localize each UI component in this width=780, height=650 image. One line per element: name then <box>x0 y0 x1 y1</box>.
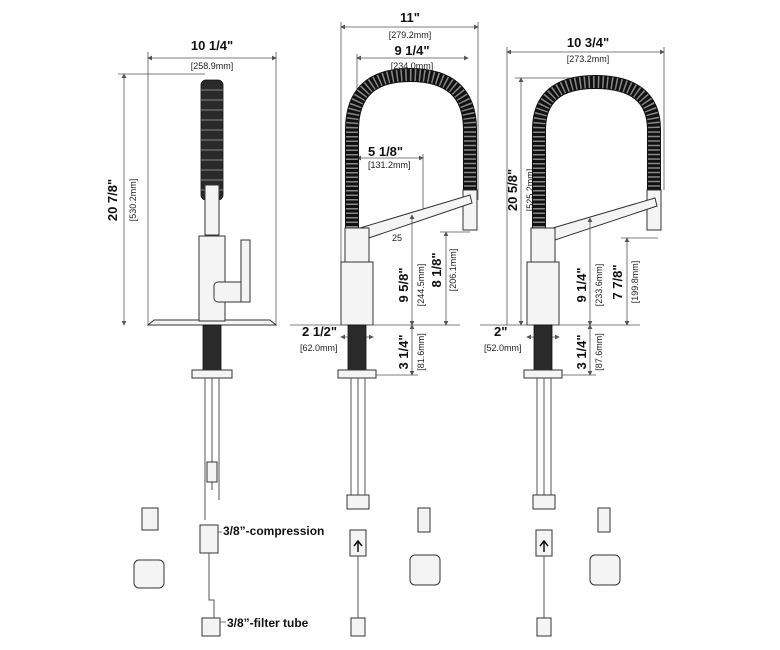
front-view: 10 1/4" [258.9mm] 20 7/8" [530.2mm] 3/8”… <box>105 38 324 637</box>
v2-clip-part <box>417 507 431 533</box>
side-view-2: 10 3/4" [273.2mm] 20 5/8" [525.2mm] 9 1/… <box>480 35 665 637</box>
v3-mounting-nut <box>523 369 563 379</box>
v3-supply-hoses <box>536 378 552 505</box>
v2-base-label: 2 1/2" <box>302 324 337 339</box>
v3-overall-label: 10 3/4" <box>567 35 609 50</box>
v2-shank-mm: [81.6mm] <box>416 333 426 371</box>
v2-h1-label: 9 5/8" <box>396 267 411 302</box>
v2-h1-mm: [244.5mm] <box>416 264 426 307</box>
v2-filter-connector <box>350 617 366 637</box>
v1-filter-connector <box>201 617 221 637</box>
v3-shank-mm: [87.6mm] <box>594 333 604 371</box>
v3-hose-connectors <box>532 494 556 510</box>
v3-h2-mm: [199.8mm] <box>630 261 640 304</box>
v2-faucet-body <box>340 261 374 326</box>
v3-faucet-neck <box>530 227 556 263</box>
v3-faucet-body <box>526 261 560 326</box>
v1-clip-part <box>141 507 159 531</box>
v2-threaded-shank <box>347 324 367 371</box>
v1-spring-coil <box>200 79 224 201</box>
v1-faucet-body <box>198 235 226 322</box>
v1-compression-label: 3/8”-compression <box>223 524 324 538</box>
v1-height-label: 20 7/8" <box>105 179 120 221</box>
v3-clip-part <box>597 507 611 533</box>
v3-filter-connector <box>536 617 552 637</box>
v1-compression-fitting <box>199 524 219 554</box>
v2-mounting-nut <box>337 369 377 379</box>
v2-shank-label: 3 1/4" <box>396 334 411 369</box>
v1-threaded-shank <box>202 324 222 371</box>
v3-weight-part <box>589 554 621 586</box>
v3-flow-arrow-icon <box>539 539 549 552</box>
v2-faucet-neck <box>344 227 370 263</box>
v2-overall-mm: [279.2mm] <box>389 30 432 40</box>
v1-deck-plate <box>146 319 278 326</box>
v1-supply-hoses <box>204 378 220 520</box>
v2-flow-arrow-icon <box>353 539 363 552</box>
v2-base-mm: [62.0mm] <box>300 343 338 353</box>
v1-filter-tube-label: 3/8”-filter tube <box>227 616 309 630</box>
v3-threaded-shank <box>533 324 553 371</box>
v1-width-label: 10 1/4" <box>191 38 233 53</box>
v2-spring-coil <box>345 67 477 250</box>
v2-weight-part <box>409 554 441 586</box>
v3-spray-head <box>646 189 662 231</box>
v2-spout-arm <box>359 194 473 241</box>
v1-filter-tube <box>208 553 215 632</box>
v2-reach-mm: [234.0mm] <box>391 61 434 71</box>
v1-height-mm: [530.2mm] <box>128 179 138 222</box>
v3-base-label: 2" <box>494 324 507 339</box>
v3-h1-mm: [233.6mm] <box>594 264 604 307</box>
side-view-1: 11" [279.2mm] 9 1/4" [234.0mm] 5 1/8" [1… <box>290 10 479 637</box>
v3-height-mm: [525.2mm] <box>525 169 535 212</box>
v2-overall-label: 11" <box>400 10 420 25</box>
v2-h2-mm: [206.1mm] <box>448 249 458 292</box>
v3-overall-mm: [273.2mm] <box>567 54 610 64</box>
v3-shank-label: 3 1/4" <box>574 334 589 369</box>
v2-h2-label: 8 1/8" <box>429 252 444 287</box>
v1-hose-connector <box>206 461 218 483</box>
v2-spout-label: 5 1/8" <box>368 144 403 159</box>
v2-hose-connectors <box>346 494 370 510</box>
v3-h2-label: 7 7/8" <box>610 264 625 299</box>
v2-angle-label: 25 <box>392 233 402 243</box>
v3-height-label: 20 5/8" <box>505 169 520 211</box>
v2-reach-label: 9 1/4" <box>394 43 429 58</box>
v3-h1-label: 9 1/4" <box>574 267 589 302</box>
v1-mounting-nut <box>191 369 233 379</box>
v1-width-mm: [258.9mm] <box>191 61 234 71</box>
v2-spout-mm: [131.2mm] <box>368 160 411 170</box>
v3-spout-arm <box>545 197 658 243</box>
v1-lever-handle <box>240 239 251 303</box>
v2-supply-hoses <box>350 378 366 505</box>
v1-weight-part <box>133 559 165 589</box>
v3-base-mm: [52.0mm] <box>484 343 522 353</box>
v3-spring-coil <box>532 74 661 250</box>
v1-spray-head <box>204 184 220 236</box>
